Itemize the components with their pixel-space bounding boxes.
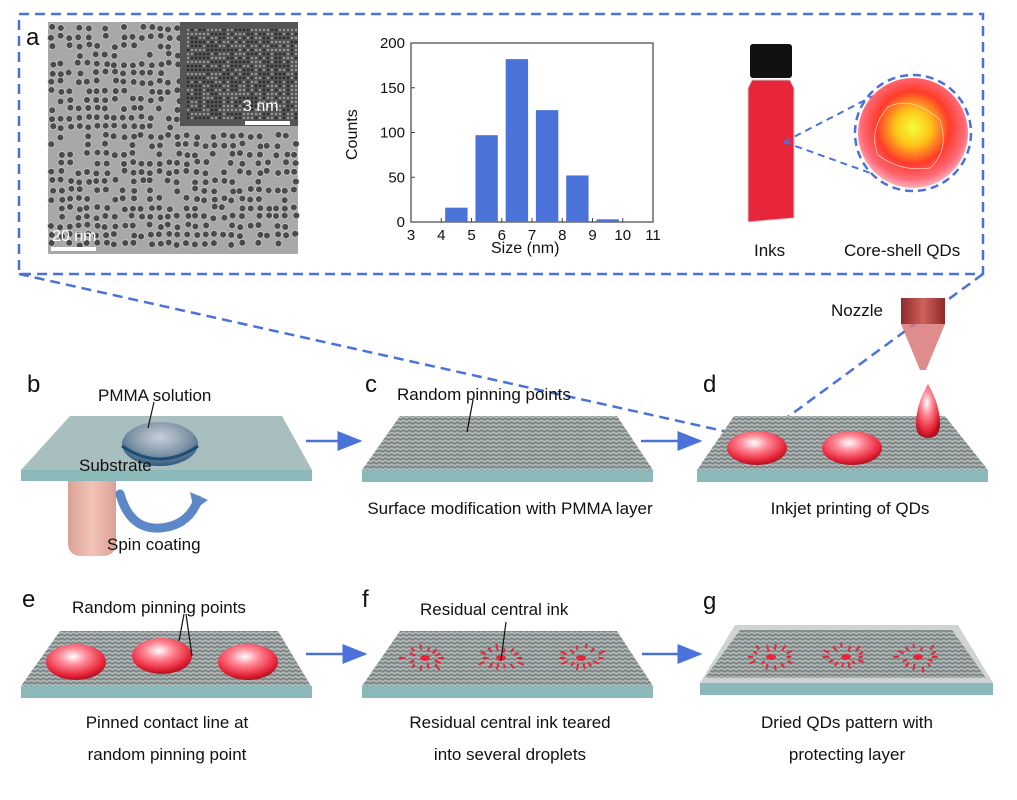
caption-f-line1: Residual central ink teared — [409, 713, 611, 732]
y-tick-label: 50 — [388, 169, 405, 186]
spin-arrow-icon — [115, 489, 203, 533]
caption-e-line2: random pinning point — [87, 745, 247, 764]
tem-image — [47, 22, 300, 254]
histogram-bar — [475, 135, 498, 222]
spin-coating-label: Spin coating — [107, 535, 201, 554]
pinned-droplet — [46, 644, 106, 680]
vial-label: Inks — [754, 241, 786, 260]
histogram-bar — [566, 175, 589, 222]
hrtem-inset — [180, 22, 298, 126]
hrtem-scale-label: 3 nm — [243, 98, 279, 115]
y-tick-label: 200 — [380, 35, 405, 52]
tem-scale-label: 20 nm — [52, 228, 97, 245]
nozzle — [901, 298, 945, 324]
panel-b-drawing — [21, 401, 312, 556]
pmma-solution-label: PMMA solution — [98, 386, 212, 405]
caption-c: Surface modification with PMMA layer — [367, 499, 653, 518]
printed-droplet — [822, 431, 882, 465]
ink-vial — [747, 44, 795, 223]
scale-bar-main — [51, 247, 96, 251]
y-tick-label: 100 — [380, 125, 405, 142]
zoom-connector-right — [769, 272, 984, 432]
nozzle-label: Nozzle — [831, 301, 883, 320]
histogram-bar — [505, 59, 529, 222]
vial-zoom-line-bottom — [783, 141, 874, 175]
panel-f-drawing — [362, 621, 653, 698]
x-tick-label: 10 — [614, 227, 631, 244]
caption-f-line2: into several droplets — [433, 745, 587, 764]
pinning-points-label-e: Random pinning points — [72, 598, 246, 617]
chart-ylabel: Counts — [344, 109, 361, 160]
caption-g-line2: protecting layer — [788, 745, 906, 764]
scale-bar-inset — [245, 121, 290, 125]
pinned-droplet — [132, 638, 192, 674]
x-tick-label: 3 — [407, 227, 415, 244]
panel-d-drawing — [697, 298, 988, 482]
panel-letter-e: e — [22, 586, 36, 613]
panel-letter-g: g — [703, 588, 717, 615]
histogram-bar — [535, 110, 559, 222]
histogram-bar — [445, 207, 468, 222]
plot-frame — [410, 42, 654, 223]
residual-ink-label: Residual central ink — [420, 600, 569, 619]
caption-e-line1: Pinned contact line at — [85, 713, 249, 732]
panel-letter-a: a — [26, 24, 40, 51]
qd-label: Core-shell QDs — [844, 241, 961, 260]
y-tick-label: 0 — [397, 214, 405, 231]
chart-xlabel: Size (nm) — [491, 240, 560, 257]
panel-letter-c: c — [365, 371, 377, 398]
panel-c-drawing — [362, 399, 653, 482]
pinned-droplet — [218, 644, 278, 680]
y-tick-label: 150 — [380, 80, 405, 97]
panel-letter-d: d — [703, 371, 717, 398]
printed-droplet — [727, 431, 787, 465]
zoom-connector-left — [18, 272, 729, 434]
falling-droplet — [916, 384, 940, 438]
x-tick-label: 4 — [437, 227, 445, 244]
panel-e-drawing — [21, 613, 312, 698]
x-tick-label: 9 — [588, 227, 596, 244]
x-tick-label: 5 — [467, 227, 475, 244]
panel-a-frame — [17, 12, 985, 276]
substrate-label: Substrate — [79, 456, 152, 475]
histogram-bar — [596, 219, 619, 222]
vial-zoom-line-top — [783, 95, 874, 143]
core-shell-qd — [853, 73, 973, 193]
panel-letter-f: f — [362, 586, 369, 613]
caption-d: Inkjet printing of QDs — [770, 499, 930, 518]
caption-g-line1: Dried QDs pattern with — [761, 713, 933, 732]
panel-g-drawing — [700, 625, 993, 695]
panel-letter-b: b — [27, 371, 41, 398]
pinning-points-label-c: Random pinning points — [397, 385, 571, 404]
x-tick-label: 11 — [645, 227, 661, 244]
